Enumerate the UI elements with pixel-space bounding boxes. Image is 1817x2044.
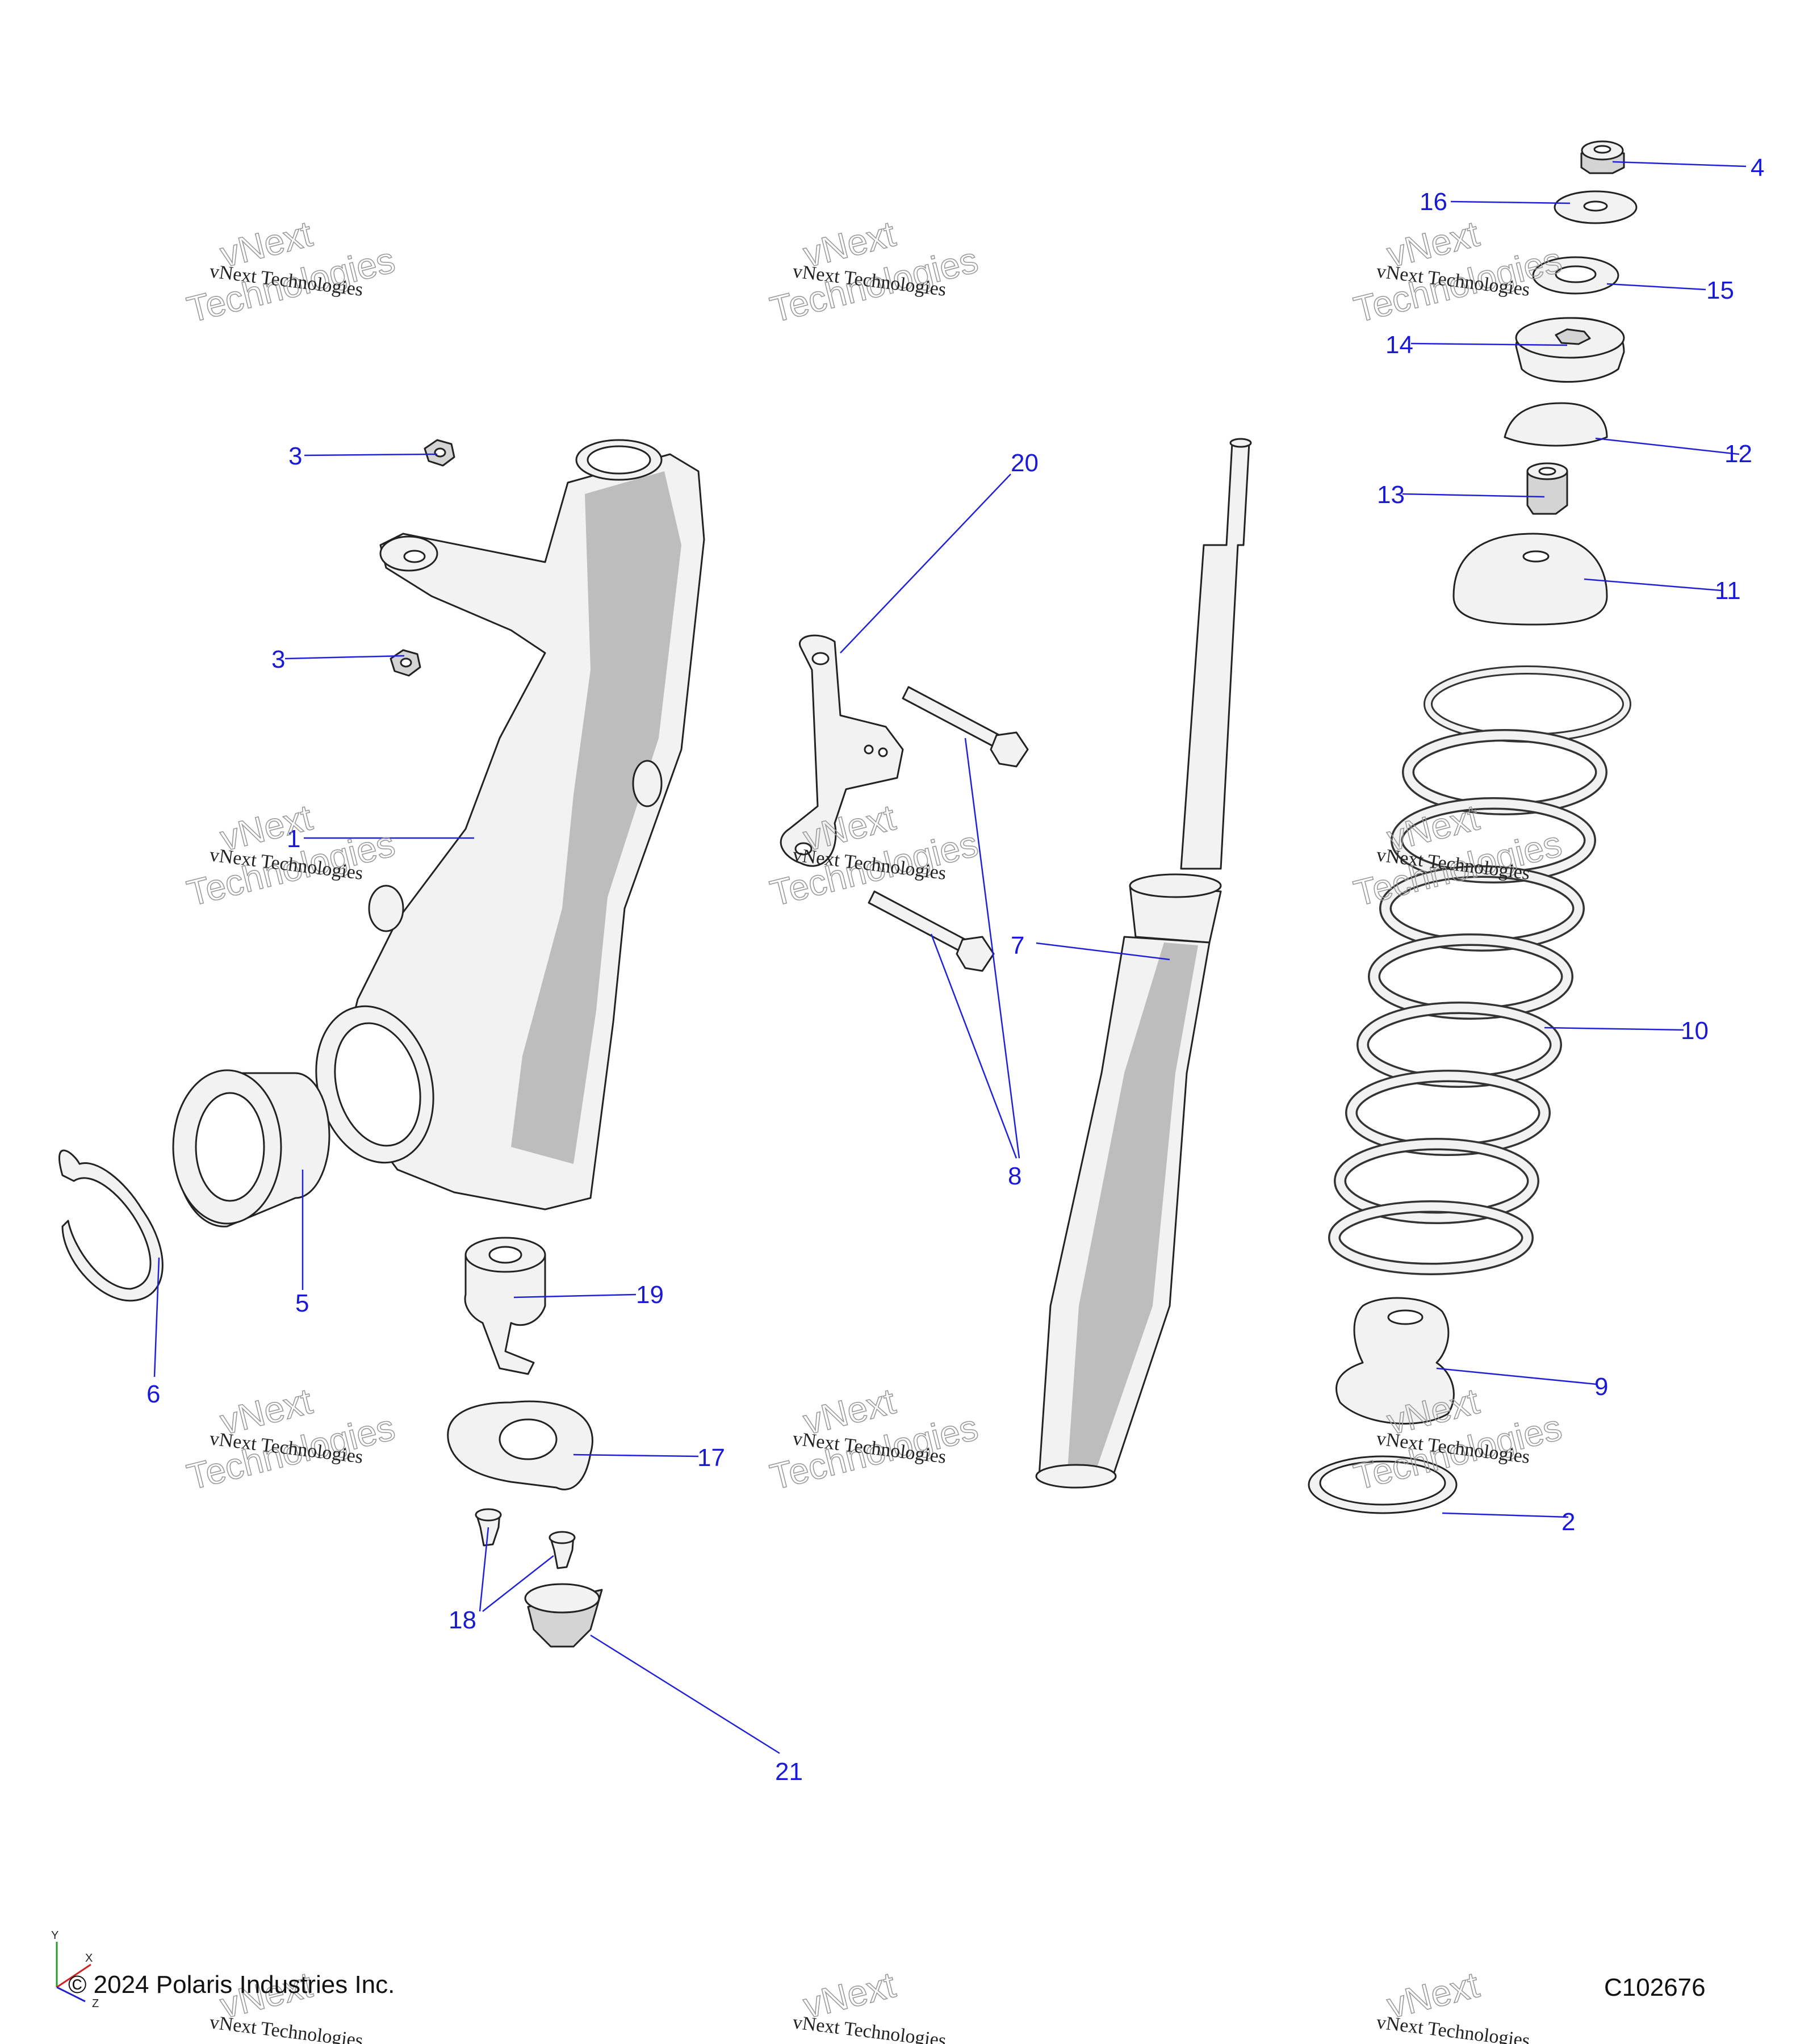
bump-stop — [1335, 1297, 1455, 1425]
copyright-text: © 2024 Polaris Industries Inc. — [68, 1971, 395, 1999]
callout-3-upper: 3 — [288, 442, 302, 470]
bolt-upper — [902, 686, 1029, 768]
bearing-plate — [1515, 317, 1625, 383]
watermark: vNext Technologies vNext Technologies — [183, 796, 400, 914]
coil-spring — [1328, 665, 1631, 1275]
axis-triad: Y X Z — [51, 1929, 99, 2010]
mount-nut — [1526, 462, 1568, 515]
watermark: vNext Technologies vNext Technologies — [766, 212, 983, 330]
watermark: vNext Technologies vNext Technologies — [766, 1380, 983, 1498]
callout-19: 19 — [636, 1281, 664, 1309]
callout-5: 5 — [295, 1289, 309, 1317]
nut-upper — [424, 439, 455, 467]
callout-9: 9 — [1594, 1373, 1608, 1401]
callout-20: 20 — [1011, 449, 1039, 477]
callout-12: 12 — [1724, 440, 1752, 468]
watermark: vNext vNext Technologies — [1375, 1963, 1531, 2044]
callout-16: 16 — [1420, 188, 1447, 216]
callout-15: 15 — [1706, 277, 1734, 304]
watermark-text: vNext Technologies — [1375, 2012, 1531, 2044]
callout-21: 21 — [775, 1758, 803, 1786]
nut-lower — [390, 649, 421, 677]
axis-x-label: X — [85, 1952, 93, 1965]
shock-absorber — [1035, 438, 1252, 1489]
dust-boot — [524, 1583, 603, 1648]
watermark-text: vNext Technologies — [208, 2012, 364, 2044]
callout-4: 4 — [1751, 154, 1764, 182]
callout-10: 10 — [1681, 1017, 1709, 1045]
watermark: vNext Technologies vNext Technologies — [183, 212, 400, 330]
callout-labels: 1 2 3 3 4 5 6 7 8 9 10 11 12 13 14 15 16… — [146, 154, 1764, 1786]
callout-14: 14 — [1385, 331, 1413, 359]
bolt-lower — [868, 890, 995, 972]
watermark: vNext Technologies vNext Technologies — [1350, 212, 1567, 330]
watermark-text: vNext Technologies — [792, 2012, 947, 2044]
axis-y-label: Y — [51, 1929, 58, 1942]
diagram-id: C102676 — [1604, 1974, 1706, 2001]
bracket — [780, 634, 904, 867]
callout-13: 13 — [1377, 481, 1405, 509]
top-mount — [1452, 533, 1608, 626]
callout-1: 1 — [287, 825, 300, 853]
top-nut — [1580, 140, 1625, 174]
steering-knuckle — [315, 439, 705, 1211]
watermark: vNext vNext Technologies — [792, 1963, 947, 2044]
flat-washer — [1554, 190, 1638, 224]
watermark: vNext Technologies vNext Technologies — [1350, 796, 1567, 914]
screws — [475, 1508, 576, 1569]
bearing-cap — [1504, 402, 1608, 447]
ball-joint — [464, 1237, 546, 1375]
callout-17: 17 — [697, 1444, 725, 1472]
callout-8: 8 — [1008, 1162, 1021, 1190]
axis-z-label: Z — [92, 1997, 99, 2010]
spacer-washer — [1532, 256, 1619, 295]
callout-18: 18 — [449, 1606, 476, 1634]
callout-3-lower: 3 — [271, 646, 285, 673]
leader-lines — [153, 161, 1747, 1754]
retaining-ring — [58, 1149, 164, 1302]
callout-2: 2 — [1561, 1508, 1575, 1536]
callout-7: 7 — [1011, 932, 1024, 960]
spring-seat-ring — [1308, 1455, 1458, 1514]
watermark: vNext Technologies vNext Technologies — [183, 1380, 400, 1498]
mounting-plate — [447, 1400, 593, 1490]
callout-11: 11 — [1715, 577, 1741, 605]
callout-6: 6 — [146, 1380, 160, 1408]
wheel-bearing — [172, 1069, 330, 1228]
